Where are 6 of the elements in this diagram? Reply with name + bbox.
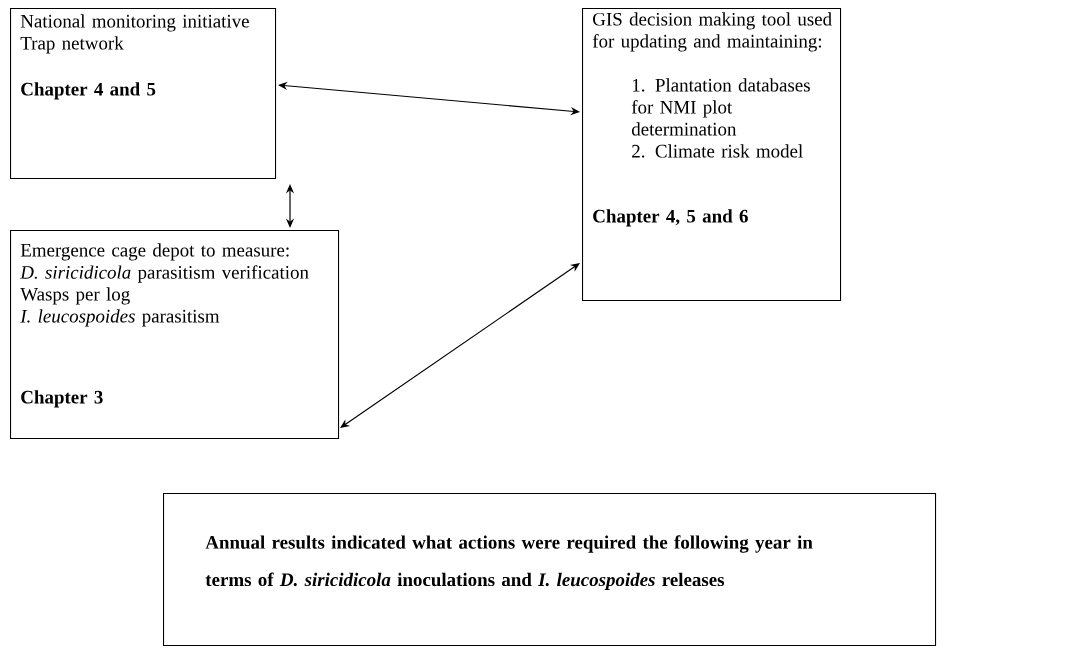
text-box: National monitoring initiative Trap network Chapter 4 and 5 (10, 8, 277, 180)
arrow (285, 184, 295, 228)
text-box: Annual results indicated what actions were required the following year in terms of D. siricidicola inoculations and I. leucospoides releases (163, 493, 937, 647)
text-box: Emergence cage depot to measure: D. siricidicola parasitism verification Wasps per log I. leucospoides parasitism Chapter 3 (10, 230, 340, 440)
text-box: GIS decision making tool used for updating and maintaining: 1. Plantation databases for NMI plot determination 2. Climate risk model Chapter 4, 5 and 6 (582, 8, 842, 302)
arrow (340, 263, 580, 428)
